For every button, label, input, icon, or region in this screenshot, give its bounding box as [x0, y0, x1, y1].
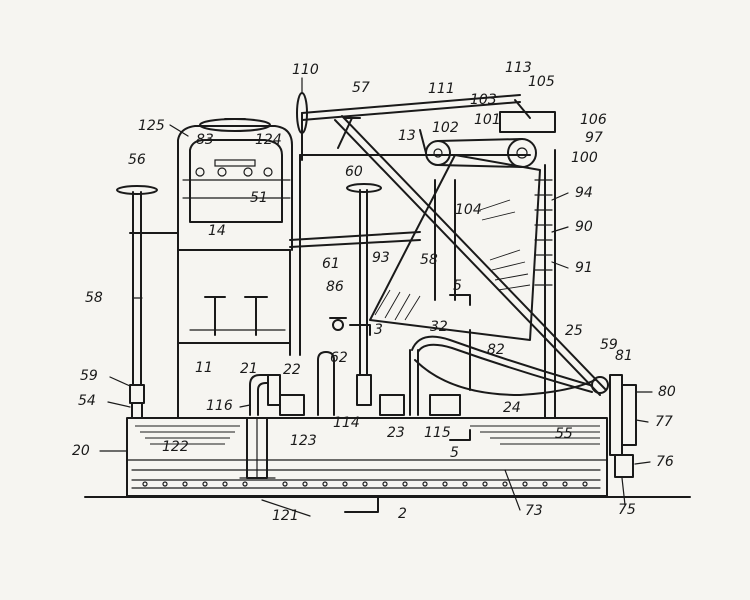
label-24: 24	[503, 400, 521, 416]
label-23: 23	[387, 425, 405, 441]
label-101: 101	[474, 112, 501, 128]
label-76: 76	[656, 454, 674, 470]
label-14: 14	[208, 223, 226, 239]
label-105: 105	[528, 74, 555, 90]
label-122: 122	[162, 439, 189, 455]
label-5-upper: 5	[453, 278, 462, 294]
label-104: 104	[455, 202, 482, 218]
leader-lines	[99, 77, 653, 517]
label-3: 3	[374, 322, 383, 338]
conveyor-slats	[534, 179, 553, 286]
label-116: 116	[206, 398, 233, 414]
pipes	[249, 329, 471, 416]
label-56: 56	[128, 152, 146, 168]
label-54: 54	[78, 393, 96, 409]
section-markers	[344, 294, 471, 513]
label-121: 121	[272, 508, 299, 524]
label-5-lower: 5	[450, 445, 459, 461]
label-125: 125	[138, 118, 165, 134]
hose	[411, 335, 596, 396]
right-wheel	[591, 374, 637, 478]
label-75: 75	[618, 502, 636, 518]
label-80: 80	[658, 384, 676, 400]
label-32: 32	[430, 319, 448, 335]
label-91: 91	[575, 260, 593, 276]
label-102: 102	[432, 120, 459, 136]
label-51: 51	[250, 190, 268, 206]
label-25: 25	[565, 323, 583, 339]
label-114: 114	[333, 415, 360, 431]
base-tank	[126, 417, 608, 497]
label-81: 81	[615, 348, 633, 364]
left-jack-column	[116, 185, 179, 419]
label-59-left: 59	[80, 368, 98, 384]
right-jack-column	[346, 183, 382, 406]
label-106: 106	[580, 112, 607, 128]
label-2: 2	[398, 506, 407, 522]
label-93: 93	[372, 250, 390, 266]
label-110: 110	[292, 62, 319, 78]
operator-cab	[177, 118, 293, 336]
valve	[329, 317, 347, 331]
label-123: 123	[290, 433, 317, 449]
label-73: 73	[525, 503, 543, 519]
label-124: 124	[255, 132, 282, 148]
label-115: 115	[424, 425, 451, 441]
label-97: 97	[585, 130, 603, 146]
boom-arm	[334, 115, 607, 396]
drain-holes	[142, 481, 588, 487]
label-100: 100	[571, 150, 598, 166]
label-111: 111	[428, 81, 455, 97]
label-90: 90	[575, 219, 593, 235]
label-22: 22	[283, 362, 301, 378]
label-113: 113	[505, 60, 532, 76]
label-94: 94	[575, 185, 593, 201]
elevator-chute	[369, 154, 541, 341]
steering-column	[296, 92, 556, 161]
label-82: 82	[487, 342, 505, 358]
reference-labels: 110 57 111 103 113 105 125 83 124 13 102…	[72, 60, 676, 524]
label-55: 55	[555, 426, 573, 442]
label-58-upper: 58	[420, 252, 438, 268]
label-21: 21	[240, 361, 258, 377]
label-60: 60	[345, 164, 363, 180]
label-11: 11	[195, 360, 213, 376]
label-58-left: 58	[85, 290, 103, 306]
label-61: 61	[322, 256, 340, 272]
housing	[177, 149, 556, 419]
label-103: 103	[470, 92, 497, 108]
label-20: 20	[72, 443, 90, 459]
label-86: 86	[326, 279, 344, 295]
label-59-right: 59	[600, 337, 618, 353]
diagonal-tie	[289, 231, 421, 248]
label-57: 57	[352, 80, 370, 96]
label-77: 77	[655, 414, 673, 430]
label-62: 62	[330, 350, 348, 366]
label-13: 13	[398, 128, 416, 144]
label-83: 83	[196, 132, 214, 148]
